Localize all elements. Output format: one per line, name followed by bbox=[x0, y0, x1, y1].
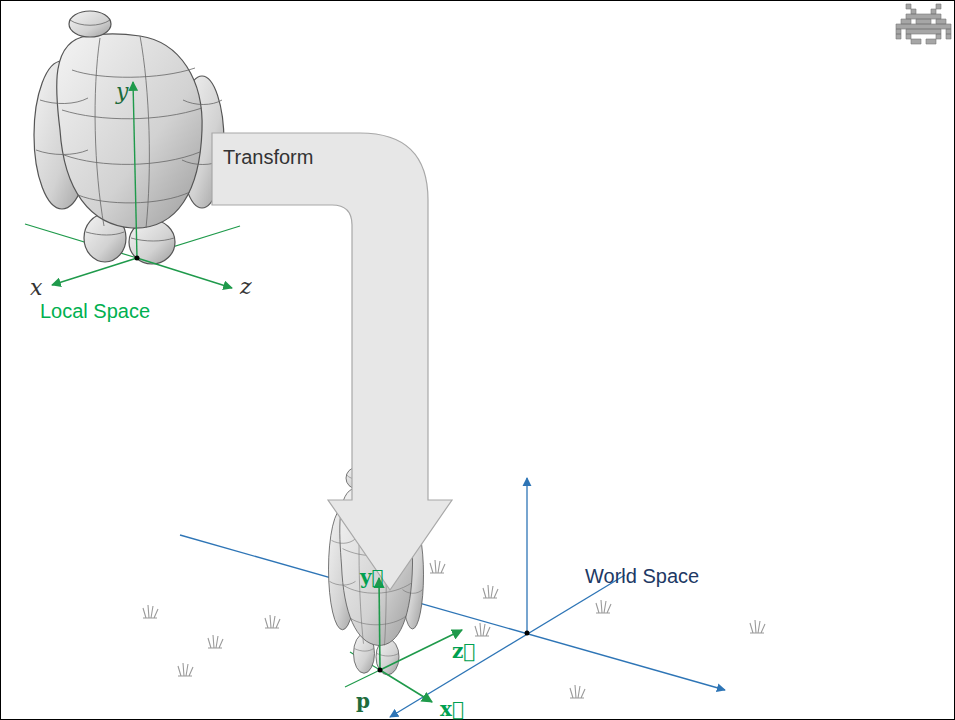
arrow-outline bbox=[205, 128, 455, 594]
vector-label: x⃗ bbox=[440, 698, 464, 720]
node-text: Transform bbox=[223, 146, 313, 169]
axis-label: z bbox=[240, 275, 252, 299]
world-axes bbox=[180, 478, 725, 717]
world-origin bbox=[525, 631, 530, 636]
transform-arrow: Transform bbox=[205, 128, 455, 594]
point-label: p bbox=[356, 690, 370, 712]
axis-label: x bbox=[30, 276, 42, 300]
vector-label: z⃗ bbox=[452, 640, 475, 662]
grass bbox=[143, 560, 765, 698]
vector-label: y⃗ bbox=[360, 566, 384, 588]
space-title: World Space bbox=[585, 565, 699, 587]
local-figure bbox=[25, 11, 240, 288]
space-invader-icon bbox=[896, 4, 951, 44]
space-title: Local Space bbox=[40, 300, 150, 322]
axis-label: y bbox=[116, 80, 128, 104]
